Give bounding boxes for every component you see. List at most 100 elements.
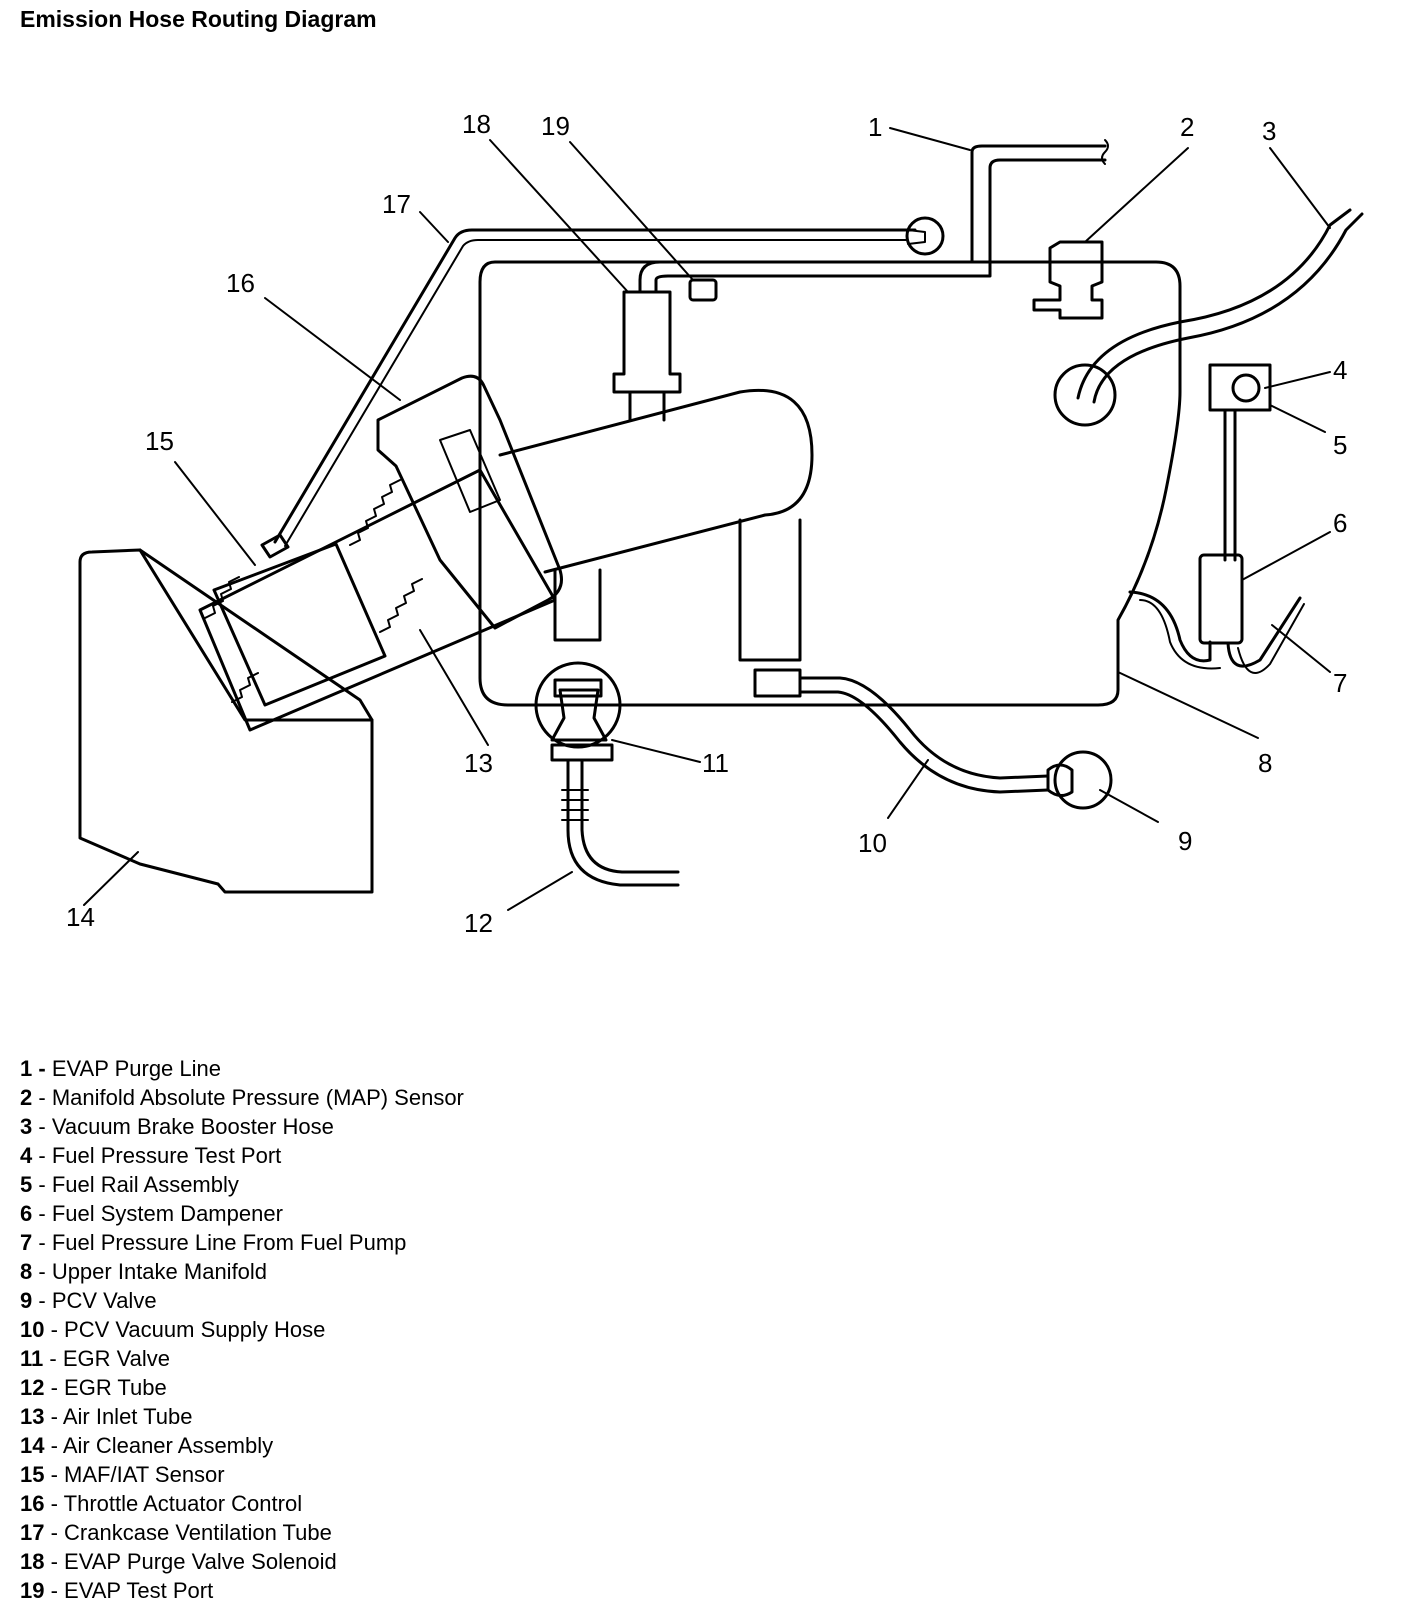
fuel-rail-bracket [1208,363,1272,412]
legend-number: 16 [20,1491,45,1516]
maf-iat-sensor-connector [260,533,290,559]
fuel-system-dampener [1198,553,1244,645]
legend-label: Crankcase Ventilation Tube [64,1520,332,1545]
legend-label: Manifold Absolute Pressure (MAP) Sensor [51,1085,464,1110]
callout-10: 10 [858,828,887,858]
callout-1: 1 [868,112,882,142]
pcv-vacuum-supply-hose-inner [798,690,1050,794]
air-inlet-tube-ribs-bottom [231,578,423,703]
brake-booster-fitting [1053,363,1117,427]
legend-item: 5 - Fuel Rail Assembly [20,1172,239,1197]
legend-number: 12 [20,1375,45,1400]
legend-label: EGR Valve [62,1346,171,1371]
air-inlet-tube [198,468,557,732]
legend-number: 4 [20,1143,33,1168]
fuel-line-from-dampener [1128,590,1302,668]
legend-item: 6 - Fuel System Dampener [20,1201,283,1226]
legend-number: 13 [20,1404,45,1429]
evap-purge-solenoid-base [628,390,666,422]
legend-item: 11 - EGR Valve [20,1346,171,1371]
legend-item: 8 - Upper Intake Manifold [20,1259,268,1284]
legend-label: EVAP Test Port [64,1578,214,1603]
evap-test-port [688,278,718,302]
evap-purge-solenoid [612,290,682,394]
leader-lines [83,127,1331,911]
legend-number: 7 [20,1230,33,1255]
crankcase-ventilation-tube-inner [284,239,909,547]
callout-19: 19 [541,111,570,141]
legend-item: 16 - Throttle Actuator Control [20,1491,303,1516]
evap-purge-line-break [1101,139,1109,165]
callout-7: 7 [1333,668,1347,698]
vacuum-brake-booster-hose [1076,208,1352,400]
callout-2: 2 [1180,112,1194,142]
callout-5: 5 [1333,430,1347,460]
upper-intake-manifold [478,260,1182,707]
legend-item: 13 - Air Inlet Tube [20,1404,193,1429]
callout-18: 18 [462,109,491,139]
legend-label: Fuel Rail Assembly [51,1172,239,1197]
evap-purge-line-inner [654,158,1107,294]
vacuum-brake-booster-hose-inner [1092,212,1364,404]
pcv-vacuum-supply-hose [798,676,1050,780]
legend-item: 15 - MAF/IAT Sensor [20,1462,225,1487]
legend-label: EGR Tube [64,1375,167,1400]
callout-6: 6 [1333,508,1347,538]
legend-label: Vacuum Brake Booster Hose [51,1114,334,1139]
legend-item: 1 - EVAP Purge Line [20,1056,222,1081]
legend-number: 3 [20,1114,33,1139]
legend-item: 7 - Fuel Pressure Line From Fuel Pump [20,1230,407,1255]
legend-label: Air Cleaner Assembly [62,1433,274,1458]
legend-number: 10 [20,1317,45,1342]
pcv-valve-cap [1046,763,1074,797]
egr-tube [566,758,680,887]
legend-item: 10 - PCV Vacuum Supply Hose [20,1317,326,1342]
pcv-valve [1053,750,1113,810]
egr-valve-body [550,688,608,742]
legend-number: 8 [20,1259,33,1284]
callout-13: 13 [464,748,493,778]
legend-number: 19 [20,1578,45,1603]
callout-12: 12 [464,908,493,938]
legend-number: 14 [20,1433,45,1458]
maf-iat-sensor [212,542,387,707]
legend-item: 3 - Vacuum Brake Booster Hose [20,1114,334,1139]
egr-tube-inner [580,758,680,874]
callout-4: 4 [1333,355,1347,385]
air-cleaner-assembly [78,548,374,894]
legend-number: 6 [20,1201,33,1226]
intake-runner-left [553,568,602,642]
legend-item: 19 - EVAP Test Port [20,1578,214,1603]
fuel-rail-assembly [1223,408,1237,562]
legend-label: EVAP Purge Line [51,1056,222,1081]
callout-9: 9 [1178,826,1192,856]
callout-14: 14 [66,902,95,932]
crankcase-tube-nipple [907,229,926,245]
legend-item: 14 - Air Cleaner Assembly [20,1433,274,1458]
egr-valve [534,661,622,749]
legend-item: 4 - Fuel Pressure Test Port [20,1143,282,1168]
evap-purge-line [638,144,1107,294]
callout-15: 15 [145,426,174,456]
egr-tube-bellows [561,789,589,821]
legend-item: 9 - PCV Valve [20,1288,157,1313]
emission-hose-diagram: 1 2 3 4 5 6 7 8 9 10 11 12 13 14 15 16 1… [66,109,1364,938]
egr-valve-cap [553,678,603,698]
legend-list: 1 - EVAP Purge Line 2 - Manifold Absolut… [20,1054,464,1605]
legend-label: Throttle Actuator Control [63,1491,303,1516]
callout-11: 11 [702,748,729,778]
legend-number: 1 [20,1056,33,1081]
legend-number: 11 [20,1346,44,1371]
egr-valve-base [550,743,614,762]
legend-label: Fuel Pressure Test Port [51,1143,282,1168]
legend-number: 18 [20,1549,45,1574]
throttle-actuator-detail [439,429,501,513]
pcv-hose-fitting [753,668,802,698]
legend-number: 17 [20,1520,45,1545]
crankcase-ventilation-tube [273,228,917,544]
legend-label: PCV Vacuum Supply Hose [64,1317,326,1342]
legend-number: 15 [20,1462,45,1487]
callout-16: 16 [226,268,255,298]
legend-label: MAF/IAT Sensor [64,1462,225,1487]
throttle-body-tube [498,388,814,574]
